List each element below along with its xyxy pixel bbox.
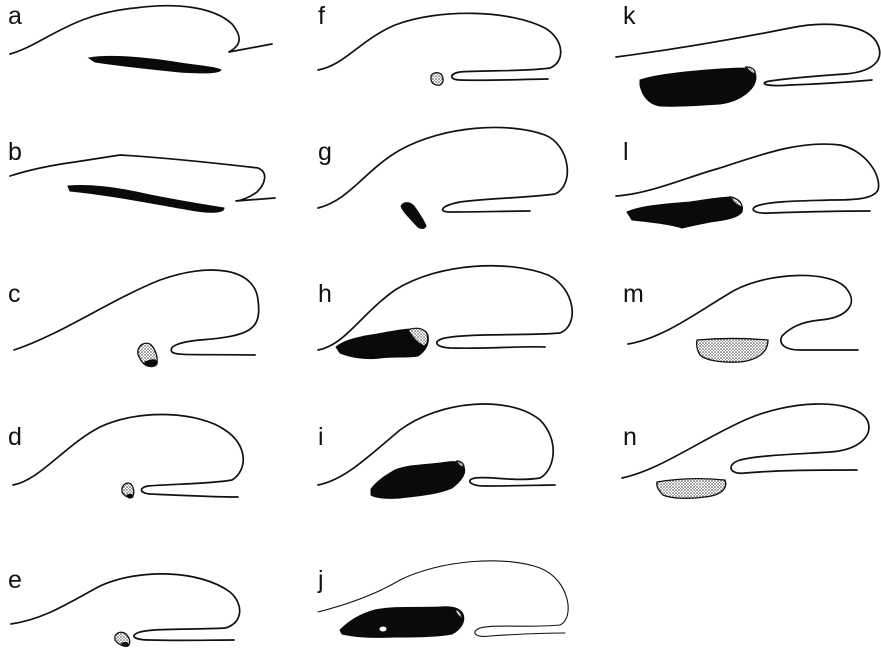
- lesion-solid-g: [401, 203, 426, 229]
- lesion-solid-d: [127, 494, 133, 498]
- lesion-stippled-m: [697, 339, 768, 363]
- panel-n: n: [622, 404, 869, 498]
- panel-d: d: [8, 415, 243, 499]
- lesion-solid-k: [640, 68, 756, 106]
- section-outline-c: [14, 270, 259, 355]
- lesion-stippled-n: [657, 479, 726, 499]
- panel-m: m: [623, 275, 858, 362]
- section-outline-a: [10, 6, 272, 54]
- panel-f: f: [318, 2, 561, 85]
- panel-a: a: [8, 2, 272, 73]
- section-outline-h: [318, 266, 572, 350]
- panel-label-j: j: [317, 566, 324, 594]
- section-outline-e: [11, 574, 240, 641]
- panel-l: l: [616, 138, 879, 228]
- lesion-solid-l: [627, 197, 743, 228]
- panel-label-m: m: [623, 280, 644, 308]
- panel-label-e: e: [8, 566, 22, 594]
- panel-label-n: n: [623, 423, 637, 451]
- panel-label-i: i: [318, 423, 324, 451]
- panel-e: e: [8, 566, 240, 646]
- lesion-solid-i: [371, 462, 465, 499]
- lesion-solid-j: [340, 607, 464, 638]
- section-outline-n: [622, 404, 869, 478]
- panel-j: j: [317, 561, 568, 638]
- lesion-solid-e: [122, 642, 128, 646]
- panel-k: k: [616, 2, 880, 106]
- panel-label-c: c: [8, 280, 21, 308]
- panel-label-b: b: [8, 138, 22, 166]
- panel-label-g: g: [318, 138, 332, 166]
- panel-label-f: f: [318, 2, 325, 30]
- lesion-spot-j: [380, 627, 387, 632]
- panel-label-a: a: [8, 2, 22, 30]
- panel-i: i: [318, 404, 555, 498]
- panel-label-d: d: [8, 423, 22, 451]
- section-outline-g: [318, 127, 567, 212]
- panel-g: g: [318, 127, 567, 228]
- panel-label-l: l: [623, 138, 629, 166]
- lesion-solid-b: [68, 185, 224, 212]
- panel-c: c: [8, 270, 259, 367]
- lesion-stippled-f: [431, 73, 443, 86]
- section-outline-f: [318, 13, 561, 80]
- panel-h: h: [318, 266, 572, 359]
- lesion-solid-a: [89, 56, 221, 73]
- panel-b: b: [8, 138, 275, 212]
- section-outline-l: [616, 144, 879, 213]
- panel-label-h: h: [318, 280, 332, 308]
- panel-label-k: k: [623, 2, 636, 30]
